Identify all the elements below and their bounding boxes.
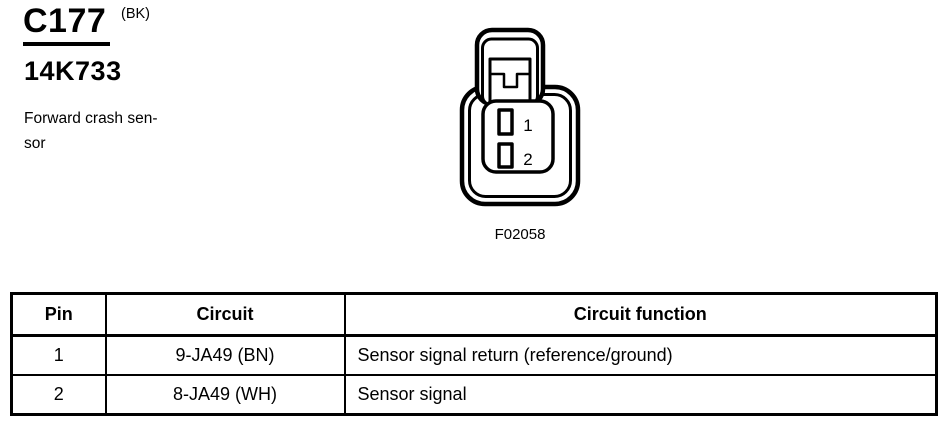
circuit-function-cell: Sensor signal return (reference/ground) (343, 334, 938, 376)
part-number: 14K733 (24, 56, 122, 86)
table-row: 1 9-JA49 (BN) Sensor signal return (refe… (10, 334, 938, 376)
pinout-table-header: Pin Circuit Circuit function (10, 292, 938, 337)
connector-color-code: (BK) (121, 6, 150, 22)
pin-1-slot (497, 108, 514, 136)
pin-2-label: 2 (523, 150, 532, 169)
connector-id: C177 (23, 4, 111, 46)
circuit-cell: 8-JA49 (WH) (104, 374, 346, 416)
table-row: 2 8-JA49 (WH) Sensor signal (10, 374, 938, 416)
col-header-pin: Pin (10, 292, 107, 337)
pin-1-label: 1 (523, 116, 532, 135)
latch-tab (490, 72, 530, 89)
col-header-circuit-function: Circuit function (343, 292, 938, 337)
col-header-circuit: Circuit (104, 292, 346, 337)
connector-figure: 1 2 F02058 (450, 24, 590, 243)
connector-header: C177 (23, 4, 111, 46)
circuit-cell: 9-JA49 (BN) (104, 334, 346, 376)
pin-cell: 2 (10, 374, 107, 416)
pin-cell: 1 (10, 334, 107, 376)
pin-cavity-outline (481, 99, 555, 174)
header-row: Pin Circuit Circuit function (10, 292, 938, 337)
connector-face-icon: 1 2 (459, 27, 581, 207)
pinout-table: Pin Circuit Circuit function 1 9-JA49 (B… (10, 292, 938, 416)
pin-2-slot (497, 142, 514, 169)
latch-slot (488, 57, 532, 107)
circuit-function-cell: Sensor signal (343, 374, 938, 416)
figure-caption: F02058 (494, 226, 546, 243)
connector-description: Forward crash sen- sor (24, 110, 158, 152)
